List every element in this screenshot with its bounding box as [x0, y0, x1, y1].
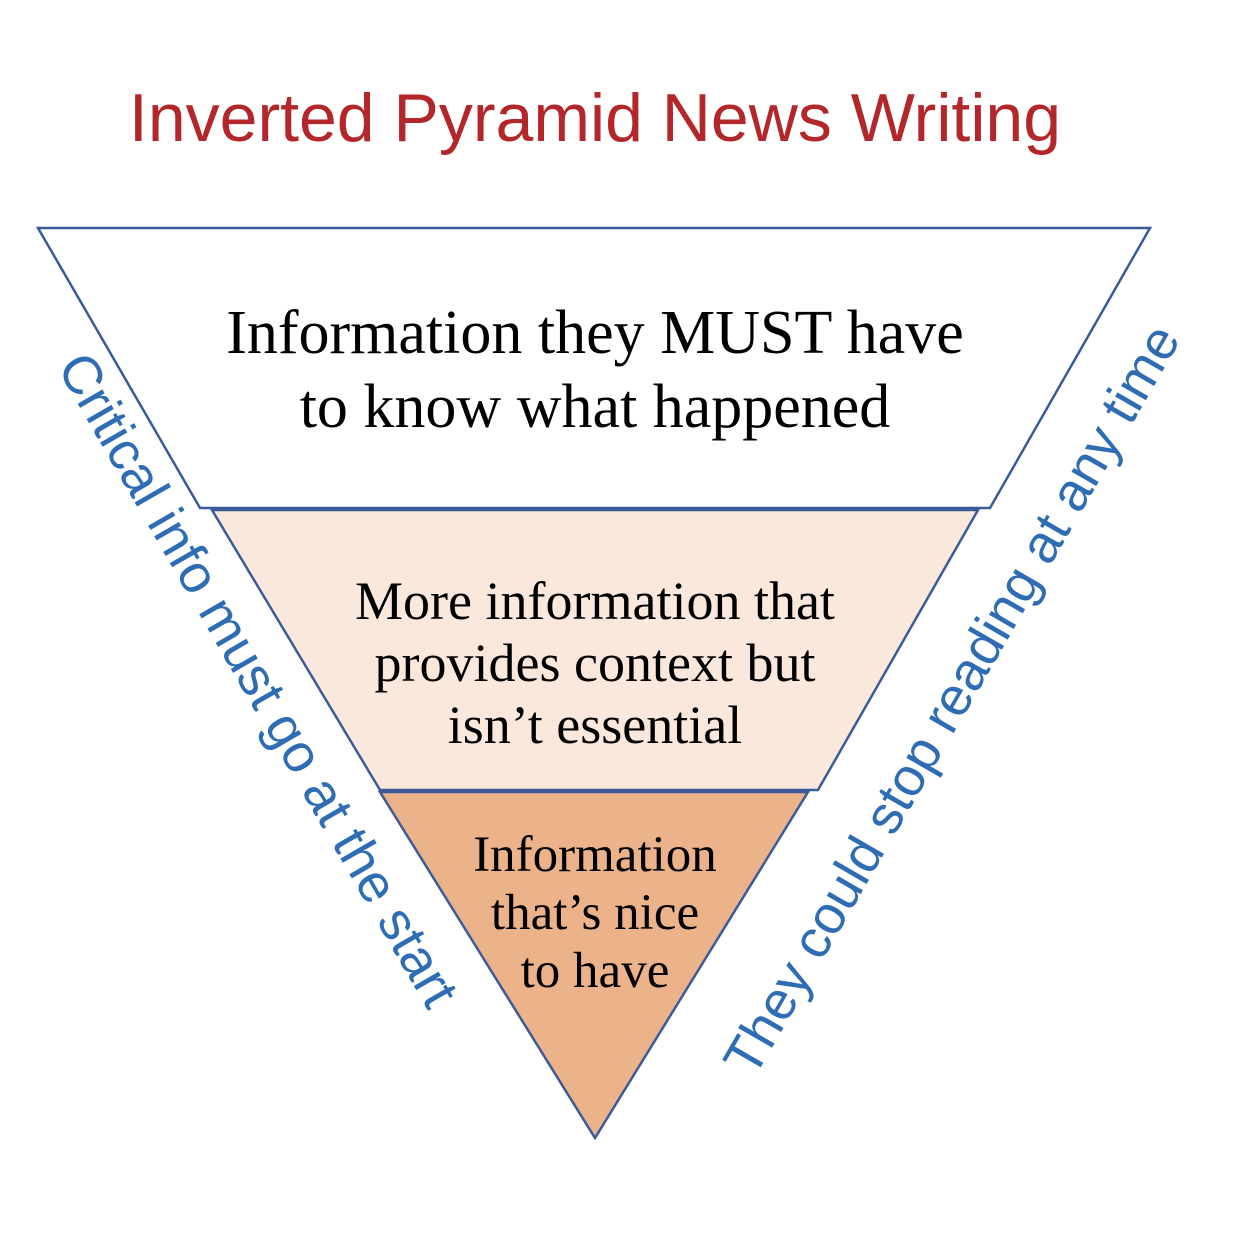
tier-top-text: Information they MUST have to know what … — [100, 296, 1090, 444]
tier-middle-line-3: isn’t essential — [447, 695, 743, 755]
diagram-title: Inverted Pyramid News Writing — [128, 80, 1062, 156]
tier-bottom-shape — [377, 790, 811, 1141]
tier-bottom-line-1: Information — [473, 827, 717, 883]
tier-top-line-2: to know what happened — [299, 373, 891, 441]
tier-top-line-1: Information they MUST have — [226, 299, 964, 367]
tier-top-shape — [35, 226, 1153, 510]
tier-middle-line-2: provides context but — [374, 633, 816, 693]
tier-bottom-line-3: to have — [520, 943, 670, 999]
tier-middle-shape — [209, 508, 981, 792]
tier-bottom-text: Information that’s nice to have — [420, 826, 770, 1000]
tier-bottom-line-2: that’s nice — [490, 885, 700, 941]
tier-middle-line-1: More information that — [355, 571, 835, 631]
tier-middle-text: More information that provides context b… — [240, 570, 950, 756]
